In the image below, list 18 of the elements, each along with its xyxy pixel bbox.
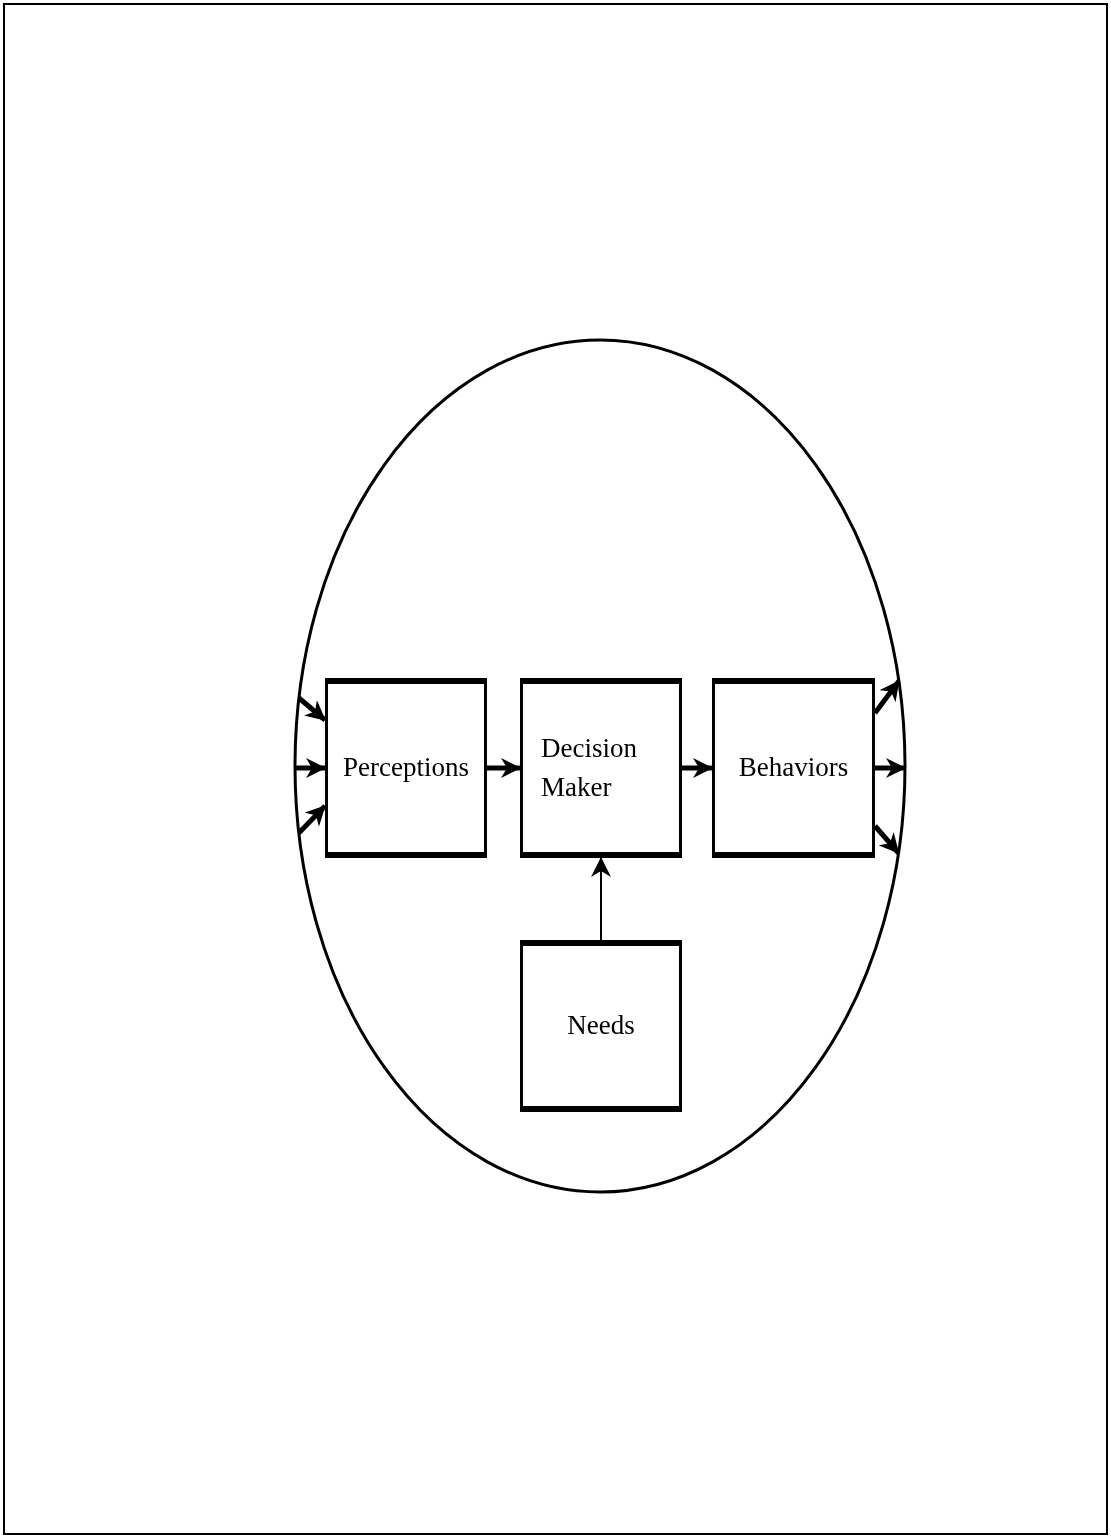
process-box xyxy=(712,678,875,858)
process-box xyxy=(520,678,682,858)
arrow xyxy=(873,679,901,715)
box-label: Behaviors xyxy=(738,751,849,785)
arrow xyxy=(487,758,521,778)
process-box xyxy=(520,940,682,1112)
box-label: Perceptions xyxy=(343,751,469,785)
box-label: Decision Maker xyxy=(541,731,638,804)
arrow xyxy=(875,758,906,778)
arrow xyxy=(591,857,611,941)
box-label: Needs xyxy=(567,1009,635,1043)
process-box xyxy=(325,678,487,858)
arrow xyxy=(873,824,901,855)
arrow xyxy=(295,758,326,778)
arrow xyxy=(682,758,713,778)
arrow xyxy=(297,696,327,722)
arrow xyxy=(297,804,327,835)
boundary-ellipse xyxy=(293,338,907,1194)
